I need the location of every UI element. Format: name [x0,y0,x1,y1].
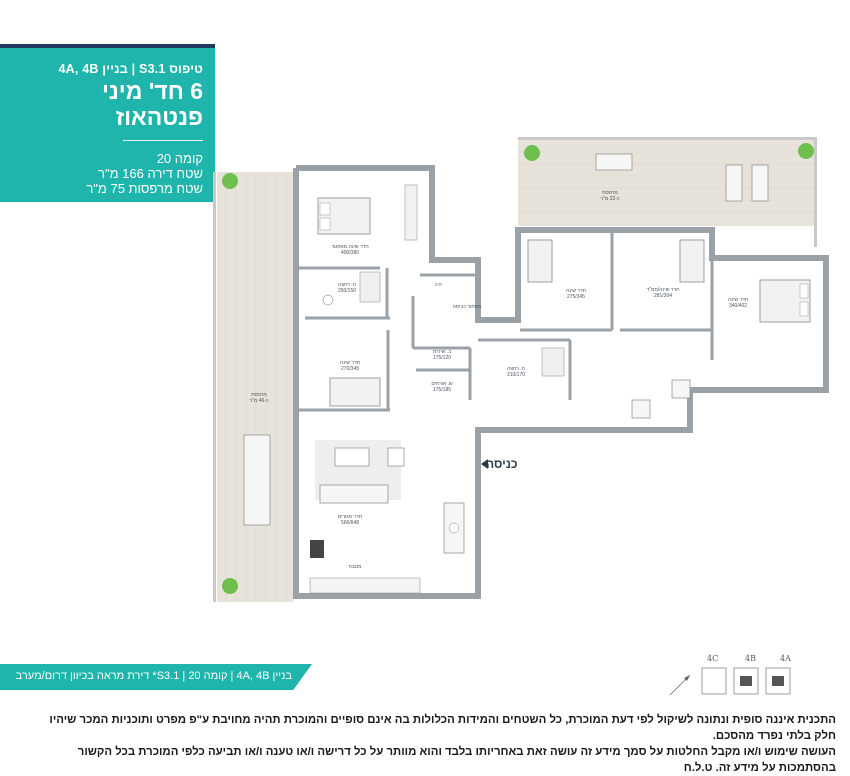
master-shower [359,271,381,303]
entrance-arrow-icon [481,459,488,469]
safe-room-bed [679,239,705,283]
entrance-label: כניסה [486,457,518,471]
top-railing [518,137,816,140]
compass-icon [669,674,691,696]
type-line: טיפוס S3.1 | בניין 4A, 4B [58,62,203,76]
label-storage: מסתור כביסה [452,304,482,310]
living-area [315,440,405,504]
top-right-railing [814,137,817,247]
left-deck-boards [225,172,287,602]
sunbed-2 [751,164,769,202]
interior-walls [296,230,714,412]
armchair [631,399,651,419]
right-bedroom-bed [759,279,811,323]
master-bed [317,197,371,235]
keyplan-4a-label: 4A [780,654,791,663]
header-top-rule [0,44,215,48]
left-railing [213,172,216,602]
label-laundry: ח.כ [434,282,442,288]
disclaimer-line-1: התכנית איננה סופית ונתונה לשיקול לפי דעת… [49,714,836,742]
balcony-area: שטח מרפסות 75 מ"ר [86,181,203,196]
top-sofa [595,153,633,171]
panel-divider [123,140,203,141]
master-toilet [322,294,334,306]
keyplan-4c-label: 4C [707,654,719,663]
keyplan-4b-label: 4B [745,654,756,663]
top-balcony-deck [518,140,814,226]
label-kitchen: מטבח [348,564,362,570]
apartment-info-panel: טיפוס S3.1 | בניין 4A, 4B 6 חד' מיני פנט… [0,48,215,202]
legal-disclaimer: התכנית איננה סופית ונתונה לשיקול לפי דעת… [30,712,836,776]
disclaimer-line-2: העושה שימוש ו/או מקבל החלטות על סמך מידע… [77,746,836,774]
floor-plan [213,137,829,602]
bath-shower [541,347,565,377]
dining-table [443,502,465,554]
cooktop [310,540,324,558]
floor-label: קומה 20 [156,151,203,166]
apartment-title: 6 חד' מיני פנטהאוז [101,78,203,130]
left-bedroom-bed [329,377,381,407]
building-info-banner: בניין 4A, 4B | קומה 20 | S3.1* דירת מראה… [0,664,312,690]
key-plan [669,667,791,696]
outdoor-dining-table [243,434,271,526]
armchair-2 [671,379,691,399]
highlight-4b [740,676,752,686]
left-balcony-deck [217,172,293,602]
master-closet [404,184,418,241]
kitchen-counter [309,577,421,594]
mid-bedroom-bed [527,239,553,283]
plant-icons [222,143,814,594]
sunbed-1 [725,164,743,202]
highlight-4a [772,676,784,686]
exterior-walls [293,165,829,599]
apartment-area: שטח דירה 166 מ"ר [98,166,203,181]
